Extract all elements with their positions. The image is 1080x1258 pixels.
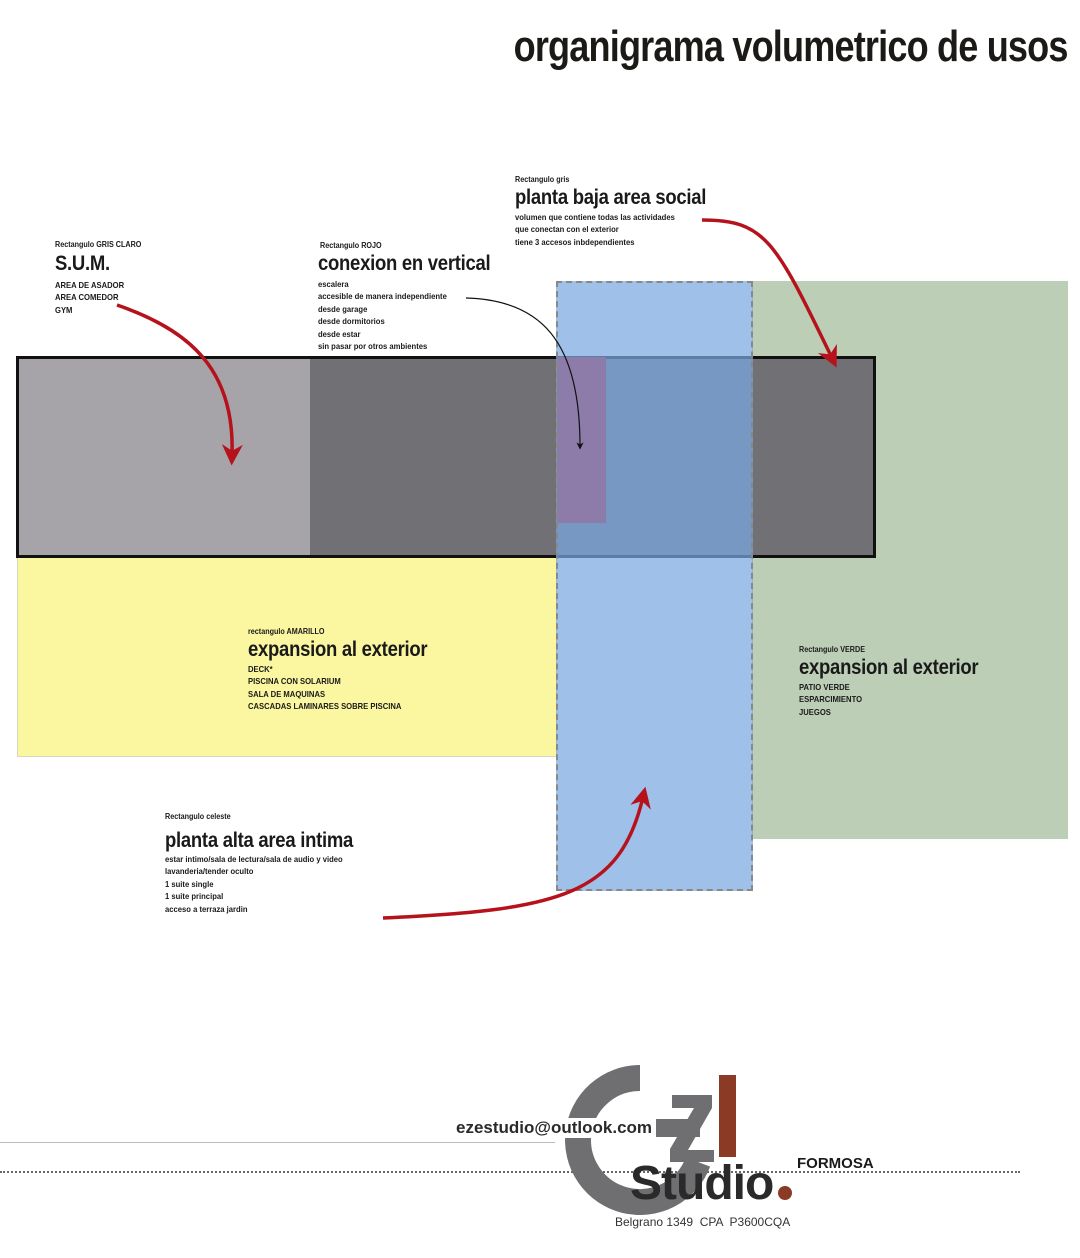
celeste-item: 1 suite principal <box>165 891 224 902</box>
celeste-heading: planta alta area intima <box>165 828 354 852</box>
social-item: que conectan con el exterior <box>515 224 619 235</box>
footer-address: Belgrano 1349 CPA P3600CQA <box>615 1215 791 1229</box>
amarillo-label-group: rectangulo AMARILLO expansion al exterio… <box>248 627 452 713</box>
footer-email[interactable]: ezestudio@outlook.com <box>452 1118 657 1138</box>
verde-item: PATIO VERDE <box>799 681 850 692</box>
arrow-sum <box>116 303 243 466</box>
sum-item: AREA DE ASADOR <box>55 279 125 290</box>
conexion-heading: conexion en vertical <box>318 251 491 275</box>
conexion-item: accesible de manera independiente <box>318 291 447 302</box>
celeste-item: 1 suite single <box>165 878 214 889</box>
amarillo-heading: expansion al exterior <box>248 637 428 661</box>
verde-label-group: Rectangulo VERDE expansion al exterior P… <box>799 645 1003 718</box>
sum-item: AREA COMEDOR <box>55 292 119 303</box>
celeste-item: lavanderia/tender oculto <box>165 866 254 877</box>
footer-city: FORMOSA <box>797 1155 874 1172</box>
logo-o-dot <box>778 1186 792 1200</box>
sum-light-gray-block <box>17 357 310 557</box>
celeste-item: estar intimo/sala de lectura/sala de aud… <box>165 853 343 864</box>
conexion-item: desde dormitorios <box>318 316 385 327</box>
arrow-conexion <box>465 297 584 450</box>
social-tag: Rectangulo gris <box>515 175 570 184</box>
amarillo-item: CASCADAS LAMINARES SOBRE PISCINA <box>248 701 402 712</box>
sum-tag: Rectangulo GRIS CLARO <box>55 240 142 249</box>
social-item: volumen que contiene todas las actividad… <box>515 211 675 222</box>
verde-item: JUEGOS <box>799 706 831 717</box>
celeste-label-group: Rectangulo celeste planta alta area inti… <box>165 812 379 915</box>
social-label-group: Rectangulo gris planta baja area social … <box>515 175 732 248</box>
sum-item: GYM <box>55 304 73 315</box>
page-title: organigrama volumetrico de usos <box>513 22 1069 71</box>
conexion-label-group: Rectangulo ROJO conexion en vertical esc… <box>318 241 514 353</box>
verde-item: ESPARCIMIENTO <box>799 694 863 705</box>
arrow-celeste <box>382 786 651 920</box>
conexion-tag: Rectangulo ROJO <box>320 241 382 250</box>
celeste-translucent-block <box>556 281 753 891</box>
conexion-item: escalera <box>318 278 349 289</box>
footer-dotted-rule <box>0 1171 1020 1173</box>
logo-word: Studio <box>630 1157 774 1210</box>
celeste-item: acceso a terraza jardin <box>165 903 248 914</box>
footer-rule <box>0 1142 555 1143</box>
conexion-item: desde garage <box>318 303 368 314</box>
amarillo-item: SALA DE MAQUINAS <box>248 688 326 699</box>
verde-tag: Rectangulo VERDE <box>799 645 866 654</box>
celeste-tag: Rectangulo celeste <box>165 812 231 821</box>
verde-heading: expansion al exterior <box>799 655 979 679</box>
sum-label-group: Rectangulo GRIS CLARO S.U.M. AREA DE ASA… <box>55 240 151 316</box>
conexion-item: desde estar <box>318 328 361 339</box>
sum-heading: S.U.M. <box>55 251 110 275</box>
arrow-social <box>701 218 837 368</box>
logo-exclamation-bar <box>719 1075 736 1157</box>
social-item: tiene 3 accesos inbdependientes <box>515 236 635 247</box>
yellow-block <box>17 557 557 757</box>
social-heading: planta baja area social <box>515 185 707 209</box>
conexion-item: sin pasar por otros ambientes <box>318 341 428 352</box>
main-bar-outline <box>16 356 876 558</box>
amarillo-item: DECK* <box>248 663 273 674</box>
amarillo-item: PISCINA CON SOLARIUM <box>248 676 341 687</box>
amarillo-tag: rectangulo AMARILLO <box>248 627 325 636</box>
logo-z-shape <box>670 1095 714 1162</box>
